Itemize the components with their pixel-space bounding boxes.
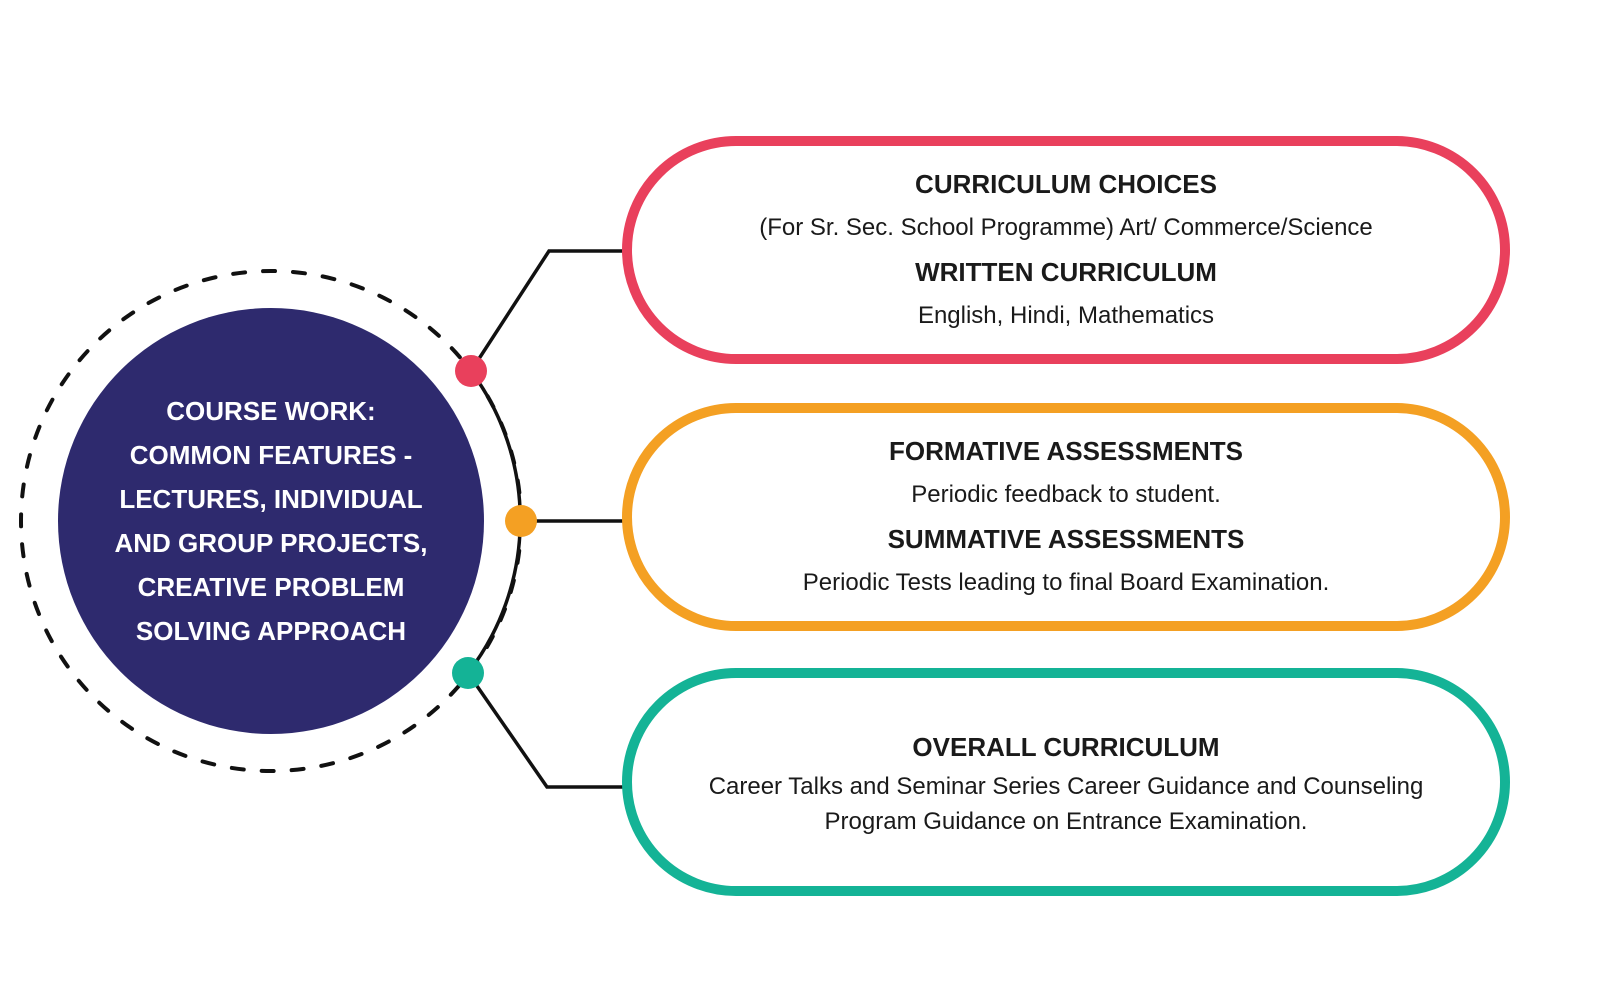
hub-text-line: COURSE WORK: (166, 396, 376, 426)
hub-text-line: AND GROUP PROJECTS, (114, 528, 428, 558)
overall-curriculum-text-line: Career Talks and Seminar Series Career G… (708, 773, 1424, 800)
written-curriculum-heading: WRITTEN CURRICULUM (915, 257, 1217, 287)
connector-to-overall (466, 672, 624, 789)
curriculum-choices-heading: CURRICULUM CHOICES (915, 169, 1217, 199)
written-curriculum-text: English, Hindi, Mathematics (917, 302, 1215, 329)
hub-text-line: SOLVING APPROACH (135, 616, 407, 646)
formative-assessments-text: Periodic feedback to student. (911, 481, 1221, 508)
hub-text-line: LECTURES, INDIVIDUAL (119, 484, 423, 514)
connector-to-curriculum (469, 249, 624, 372)
curriculum-choices-text: (For Sr. Sec. School Programme) Art/ Com… (759, 214, 1373, 241)
summative-assessments-heading: SUMMATIVE ASSESSMENTS (887, 524, 1245, 554)
overall-curriculum-heading: OVERALL CURRICULUM (912, 732, 1220, 762)
assessments-box: FORMATIVE ASSESSMENTS Periodic feedback … (622, 403, 1510, 631)
overall-curriculum-text-line: Program Guidance on Entrance Examination… (824, 808, 1308, 835)
node-dot-orange (505, 505, 537, 537)
node-dot-red (455, 355, 487, 387)
hub-text-line: CREATIVE PROBLEM (137, 572, 405, 602)
formative-assessments-heading: FORMATIVE ASSESSMENTS (889, 436, 1243, 466)
node-dot-teal (452, 657, 484, 689)
summative-assessments-text: Periodic Tests leading to final Board Ex… (802, 569, 1330, 596)
central-hub-circle: COURSE WORK: COMMON FEATURES - LECTURES,… (58, 308, 484, 734)
overall-curriculum-box: OVERALL CURRICULUM Career Talks and Semi… (622, 668, 1510, 896)
curriculum-box: CURRICULUM CHOICES (For Sr. Sec. School … (622, 136, 1510, 364)
hub-text-line: COMMON FEATURES - (129, 440, 413, 470)
